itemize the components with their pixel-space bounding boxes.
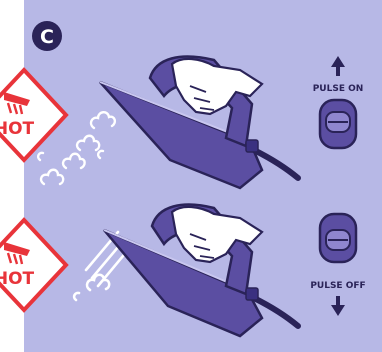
pulse-on-label: PULSE ON xyxy=(313,84,364,94)
panel-letter-badge: C xyxy=(32,21,62,51)
pulse-off-label: PULSE OFF xyxy=(310,281,365,291)
panel-letter: C xyxy=(40,26,54,48)
hot-warning-text: HOT xyxy=(0,269,35,289)
hot-warning-text: HOT xyxy=(0,119,35,139)
